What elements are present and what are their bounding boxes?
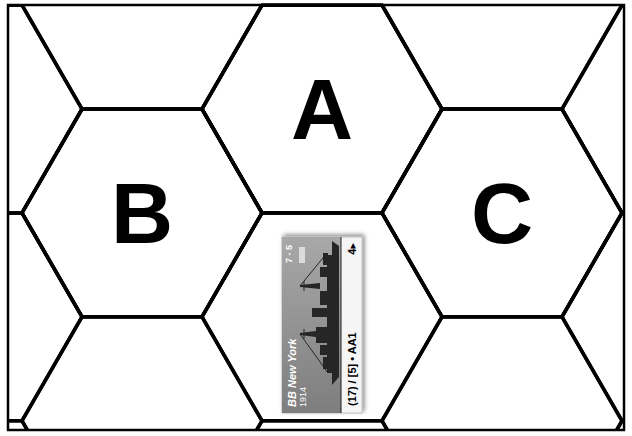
hex-area: B — [22, 109, 262, 317]
ship-factors: (17) / [5] • AA1 — [346, 332, 358, 406]
hex-cell — [382, 317, 622, 430]
hex-cell — [562, 5, 624, 213]
counter-body — [282, 237, 362, 413]
hex-border — [202, 5, 442, 213]
hex-cell — [202, 213, 442, 421]
hex-lines — [8, 5, 624, 430]
hex-label: B — [111, 170, 173, 256]
ship-rigging — [300, 253, 328, 373]
hex-cell — [22, 317, 262, 430]
hex-area: C — [382, 109, 622, 317]
ship-counter: BB New York1914 7 - 5 (17) / [5] • AA1 4▸ — [282, 237, 362, 413]
map-frame — [8, 5, 624, 430]
hex-cell — [8, 421, 82, 430]
hex-cell — [22, 109, 262, 317]
hex-cell — [562, 213, 624, 421]
hex-label: A — [291, 66, 353, 152]
hex-border — [382, 109, 622, 317]
ship-name: BB New York — [286, 339, 298, 407]
ship-year: 1914 — [299, 387, 309, 407]
counter-field — [282, 237, 341, 413]
counter-swatch — [299, 247, 305, 263]
hex-cell — [562, 421, 624, 430]
ship-rating: 7 - 5 — [285, 245, 295, 263]
hex-border — [22, 109, 262, 317]
hex-cell — [382, 109, 622, 317]
hex-cell — [202, 5, 442, 213]
hex-label: C — [471, 170, 533, 256]
ship-speed: 4▸ — [346, 243, 358, 255]
hex-cell — [8, 5, 82, 213]
counter-card — [282, 237, 362, 413]
hex-cell — [382, 5, 622, 109]
counter-divider — [341, 237, 342, 413]
hex-cell — [8, 213, 82, 421]
hex-cell — [22, 5, 262, 109]
hex-area: A — [202, 5, 442, 213]
ship-silhouette — [300, 241, 339, 385]
hex-cell — [202, 421, 442, 430]
